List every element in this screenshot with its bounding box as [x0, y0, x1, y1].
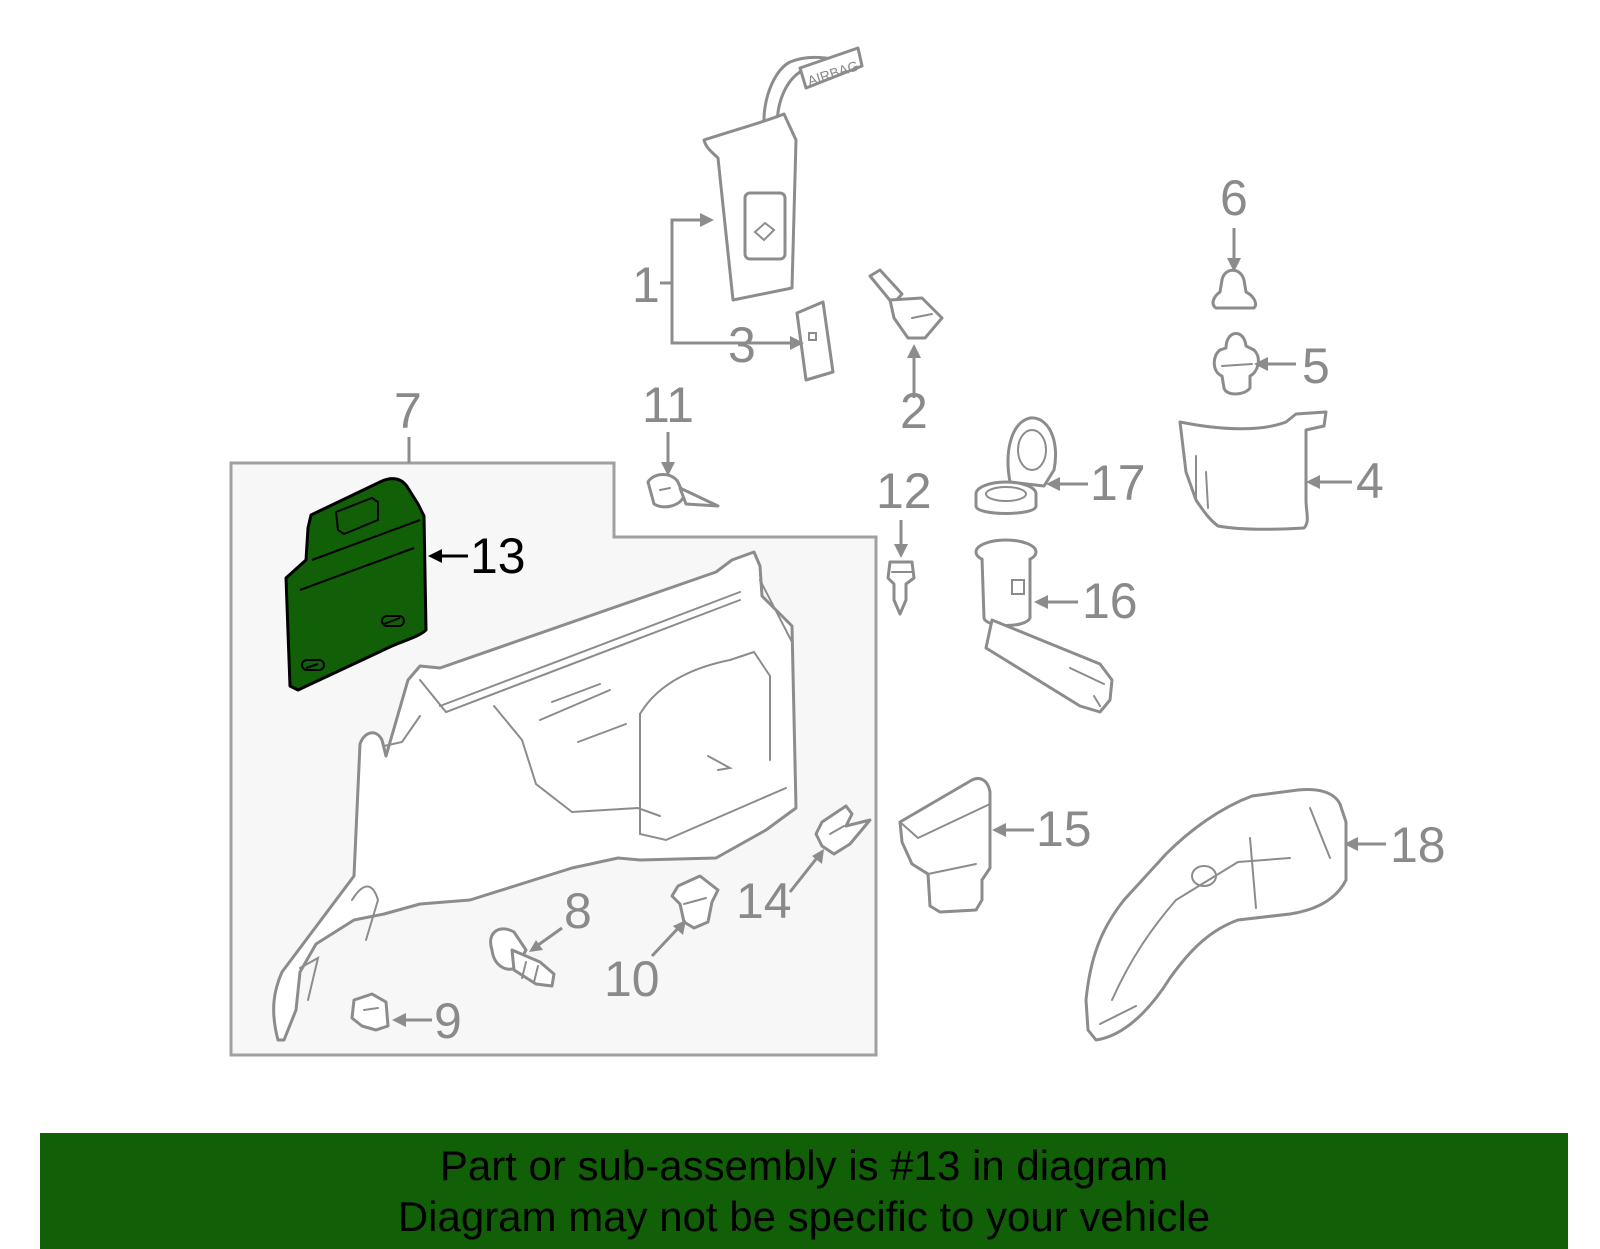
label-16: 16 — [1082, 573, 1138, 629]
part-1-pillar-trim: AIRBAG — [702, 46, 864, 302]
part-11-screw — [646, 473, 720, 509]
part-2-clip — [868, 268, 944, 340]
part-14-clip — [814, 804, 872, 856]
part-16-power-socket — [974, 538, 1114, 714]
part-4-trim-panel — [1178, 410, 1328, 531]
part-5-pin — [1212, 332, 1260, 396]
info-banner: Part or sub-assembly is #13 in diagram D… — [40, 1133, 1568, 1249]
label-15: 15 — [1036, 801, 1092, 857]
label-10: 10 — [604, 951, 660, 1007]
part-8-push-clip — [489, 927, 556, 988]
label-9: 9 — [434, 993, 462, 1049]
part-18-wheelhouse-liner — [1084, 788, 1348, 1042]
part-10-clip — [670, 874, 720, 930]
label-17: 17 — [1090, 455, 1146, 511]
part-17-socket-cap — [974, 416, 1057, 515]
label-11: 11 — [642, 377, 694, 433]
label-12: 12 — [876, 463, 932, 519]
label-14: 14 — [736, 873, 792, 929]
part-13-highlighted-panel — [284, 477, 428, 692]
part-7-quarter-trim — [272, 550, 798, 1042]
leader-14 — [788, 853, 822, 893]
label-8: 8 — [564, 883, 592, 939]
label-4: 4 — [1356, 453, 1384, 509]
label-1: 1 — [632, 257, 660, 313]
label-2: 2 — [900, 383, 928, 439]
part-6-pin — [1211, 268, 1258, 310]
label-18: 18 — [1390, 817, 1446, 873]
banner-line-disclaimer: Diagram may not be specific to your vehi… — [397, 1193, 1211, 1240]
part-9-clip — [350, 992, 390, 1032]
label-6: 6 — [1220, 170, 1248, 226]
part-12-clip — [886, 560, 916, 616]
label-3: 3 — [728, 317, 756, 373]
label-13-highlighted: 13 — [470, 528, 526, 584]
part-3-plate — [795, 300, 835, 382]
label-5: 5 — [1302, 338, 1330, 394]
label-7: 7 — [394, 383, 422, 439]
banner-line-part-number: Part or sub-assembly is #13 in diagram — [439, 1142, 1169, 1189]
part-15-block — [898, 777, 992, 914]
